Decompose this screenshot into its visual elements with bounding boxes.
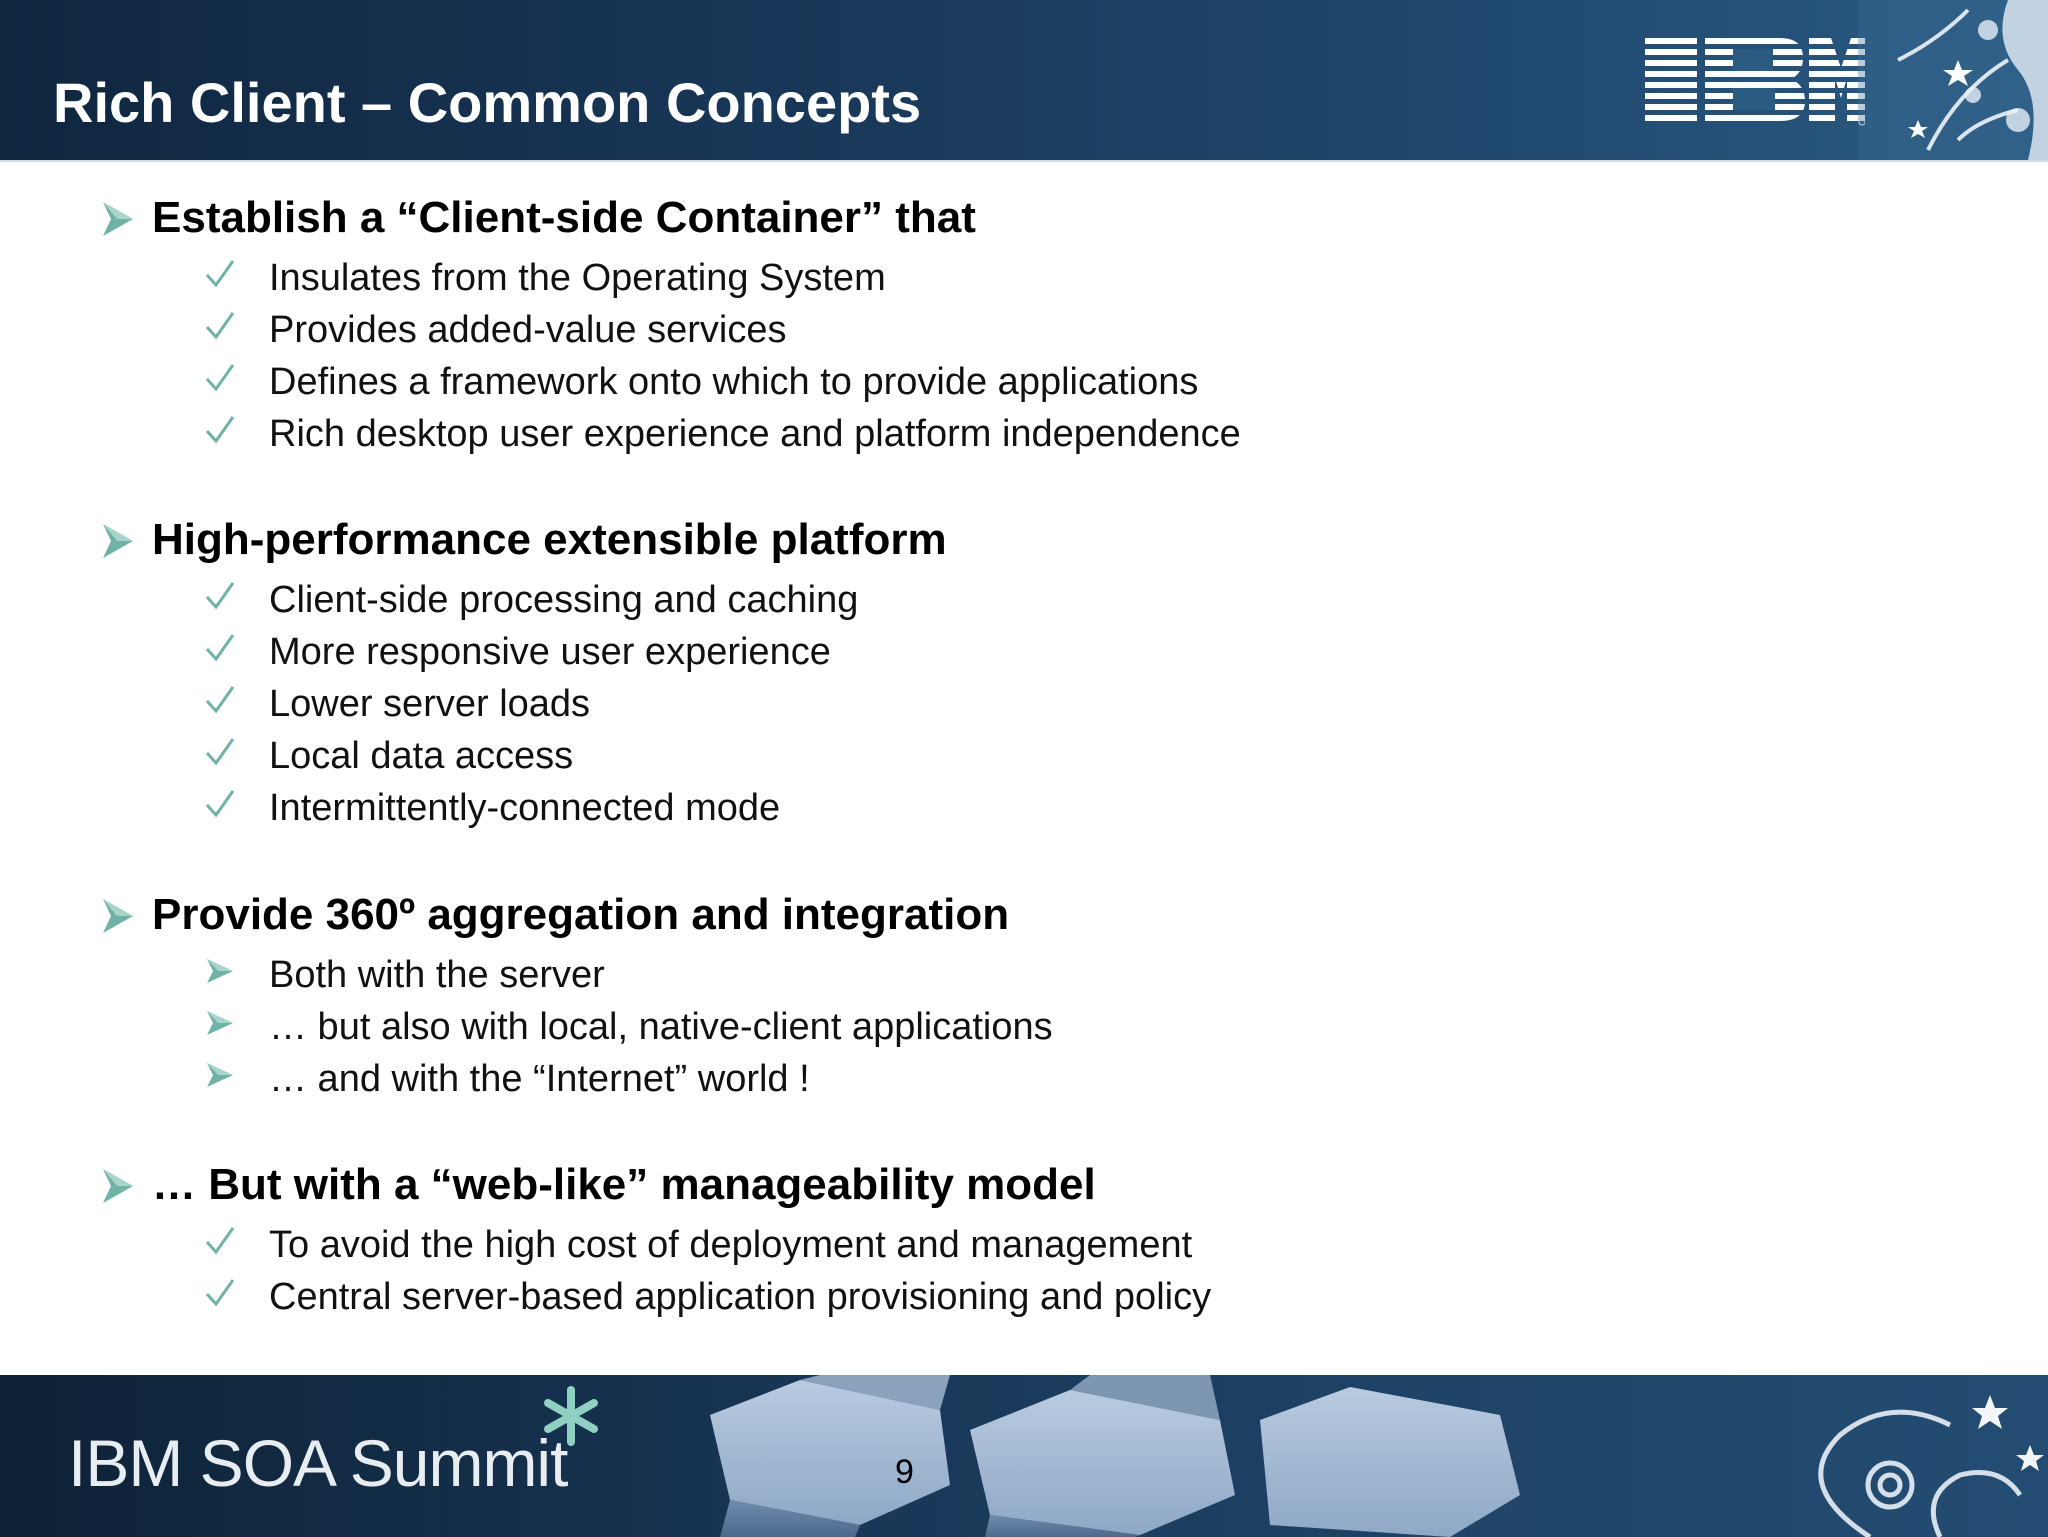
list-item-text: Client-side processing and caching <box>269 579 859 621</box>
arrowhead-bullet-icon <box>207 1063 233 1087</box>
checkmark-icon <box>205 1227 235 1255</box>
list-item-text: Intermittently-connected mode <box>269 787 781 829</box>
hexagon-blocks-decoration-icon <box>710 1375 2044 1537</box>
list-item-text: To avoid the high cost of deployment and… <box>269 1224 1193 1266</box>
arrowhead-bullet-icon <box>103 524 133 558</box>
list-item-text: Defines a framework onto which to provid… <box>269 361 1199 403</box>
list-item-text: Lower server loads <box>269 683 591 725</box>
list-item-text: Central server-based application provisi… <box>269 1276 1212 1318</box>
arrowhead-bullet-icon <box>103 1169 133 1203</box>
checkmark-icon <box>205 364 235 392</box>
header-band: Rich Client – Common Concepts <box>0 0 2048 160</box>
arrowhead-bullet-icon <box>207 959 233 983</box>
checkmark-icon <box>205 738 235 766</box>
checkmark-icon <box>205 312 235 340</box>
ibm-logo <box>1645 38 1865 126</box>
arrowhead-bullet-icon <box>103 202 133 236</box>
section-heading: … But with a “web-like” manageability mo… <box>152 1160 1096 1209</box>
asterisk-star-icon <box>544 1386 598 1446</box>
section-heading: Establish a “Client-side Container” that <box>152 193 976 242</box>
list-item-text: Rich desktop user experience and platfor… <box>269 413 1241 455</box>
checkmark-icon <box>205 686 235 714</box>
list-item-text: Local data access <box>269 735 574 777</box>
checkmark-icon <box>205 1279 235 1307</box>
list-item-text: Provides added-value services <box>269 309 787 351</box>
arrowhead-bullet-icon <box>207 1011 233 1035</box>
list-item-text: More responsive user experience <box>269 631 831 673</box>
header-divider <box>0 160 2048 162</box>
event-brand: IBM SOA Summit <box>68 1426 568 1500</box>
section-heading: Provide 360º aggregation and integration <box>152 890 1010 939</box>
section-heading: High-performance extensible platform <box>152 515 947 564</box>
list-item-text: … but also with local, native-client app… <box>269 1006 1053 1048</box>
checkmark-icon <box>205 416 235 444</box>
checkmark-icon <box>205 582 235 610</box>
list-item-text: Insulates from the Operating System <box>269 257 886 299</box>
page-number: 9 <box>895 1453 914 1491</box>
footer-band: IBM SOA Summit 9 <box>0 1375 2048 1537</box>
list-item-text: … and with the “Internet” world ! <box>269 1058 810 1100</box>
arrowhead-bullet-icon <box>103 899 133 933</box>
checkmark-icon <box>205 790 235 818</box>
slide-title: Rich Client – Common Concepts <box>53 71 922 134</box>
list-item-text: Both with the server <box>269 954 605 996</box>
floral-decoration-icon <box>1858 0 2048 160</box>
checkmark-icon <box>205 260 235 288</box>
checkmark-icon <box>205 634 235 662</box>
